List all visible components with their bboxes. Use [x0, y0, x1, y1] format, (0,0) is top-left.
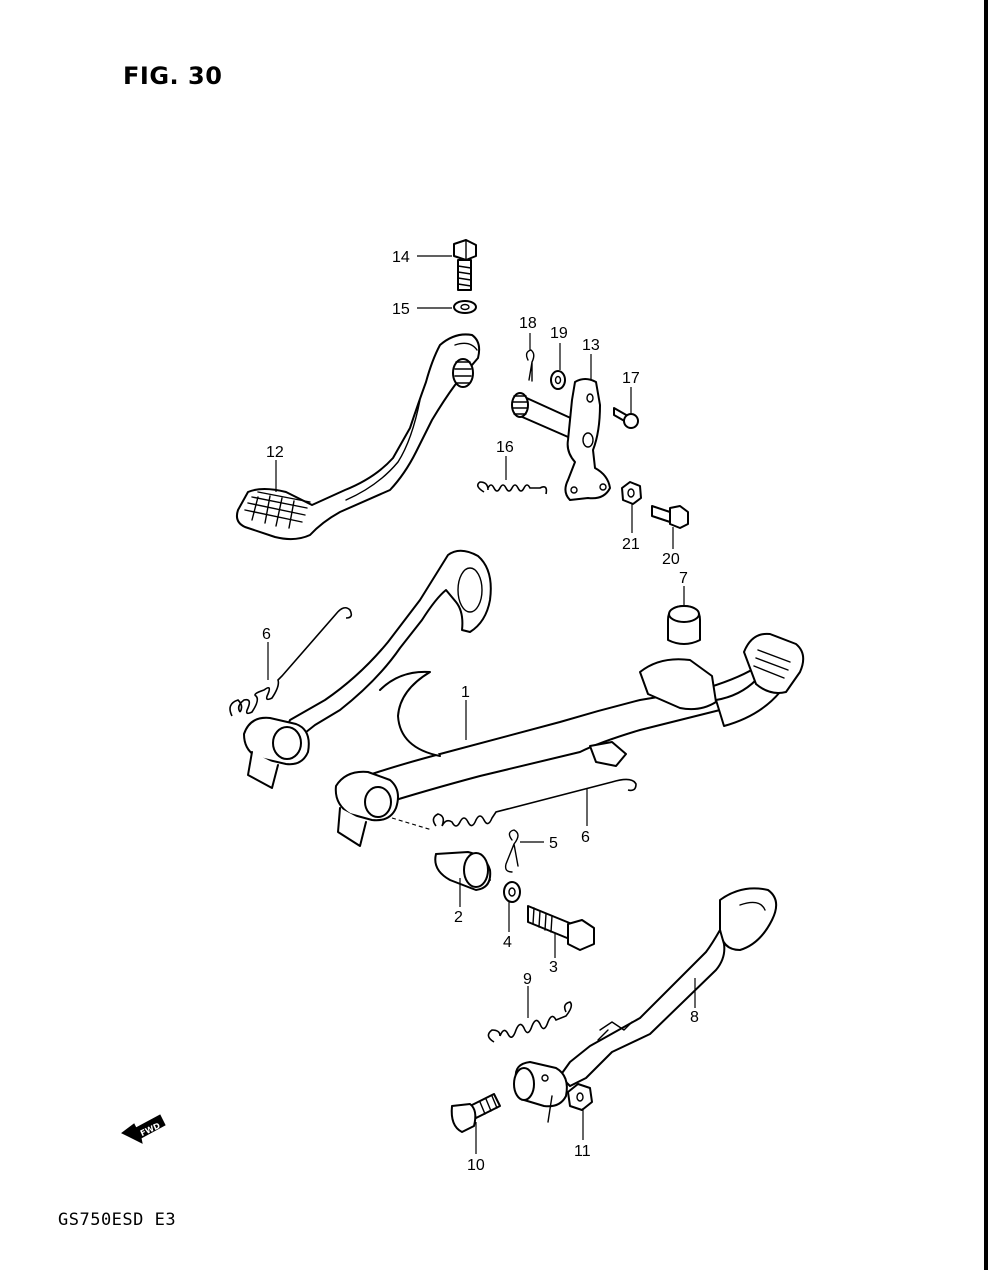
callout-8: 8 [690, 1009, 699, 1026]
part-15-washer [453, 300, 477, 314]
part-9-spring [487, 1001, 573, 1043]
callout-5: 5 [549, 835, 558, 852]
part-19-washer [550, 370, 566, 390]
part-5-clip [504, 829, 519, 873]
part-14-bolt [453, 239, 477, 291]
callout-3: 3 [549, 959, 558, 976]
page-border [984, 0, 988, 1270]
part-6-spring-upper [229, 606, 353, 717]
callout-7: 7 [679, 570, 688, 587]
callout-19: 19 [550, 325, 568, 342]
part-3-bolt [527, 905, 595, 951]
callout-17: 17 [622, 370, 640, 387]
part-13-brake-arm-shaft [511, 378, 611, 501]
callout-16: 16 [496, 439, 514, 456]
fwd-label: FWD [139, 1121, 162, 1138]
callout-4: 4 [503, 934, 512, 951]
part-20-bolt [651, 505, 689, 529]
callout-1: 1 [461, 684, 470, 701]
part-12-brake-pedal [235, 333, 481, 541]
callout-21: 21 [622, 536, 640, 553]
part-18-cotter-pin [525, 349, 535, 382]
callout-18: 18 [519, 315, 537, 332]
part-16-spring [476, 481, 548, 495]
callout-6-upper: 6 [262, 626, 271, 643]
part-7-rubber-stopper [667, 605, 701, 645]
callout-20: 20 [662, 551, 680, 568]
model-code: GS750ESD E3 [58, 1210, 177, 1230]
callout-2: 2 [454, 909, 463, 926]
callout-labels: 14 15 18 19 13 17 12 16 21 20 7 6 1 6 5 … [262, 249, 699, 1174]
part-10-bolt [450, 1093, 501, 1133]
callout-10: 10 [467, 1157, 485, 1174]
callout-15: 15 [392, 301, 410, 318]
part-17-pin [613, 407, 639, 429]
callout-14: 14 [392, 249, 410, 266]
callout-13: 13 [582, 337, 600, 354]
part-2-collar [434, 851, 492, 891]
callout-11: 11 [574, 1143, 591, 1160]
leader-lines [267, 255, 696, 1154]
callout-12: 12 [266, 444, 284, 461]
part-11-nut [567, 1083, 593, 1111]
callout-9: 9 [523, 971, 532, 988]
figure-title: FIG. 30 [123, 62, 223, 90]
callout-6-lower: 6 [581, 829, 590, 846]
part-4-washer [503, 881, 521, 903]
fwd-arrow-icon: FWD [121, 1114, 166, 1144]
part-1-center-stand [243, 549, 805, 847]
part-21-nut [621, 481, 642, 505]
part-6-spring-lower [391, 778, 637, 831]
part-8-side-stand [513, 887, 778, 1123]
